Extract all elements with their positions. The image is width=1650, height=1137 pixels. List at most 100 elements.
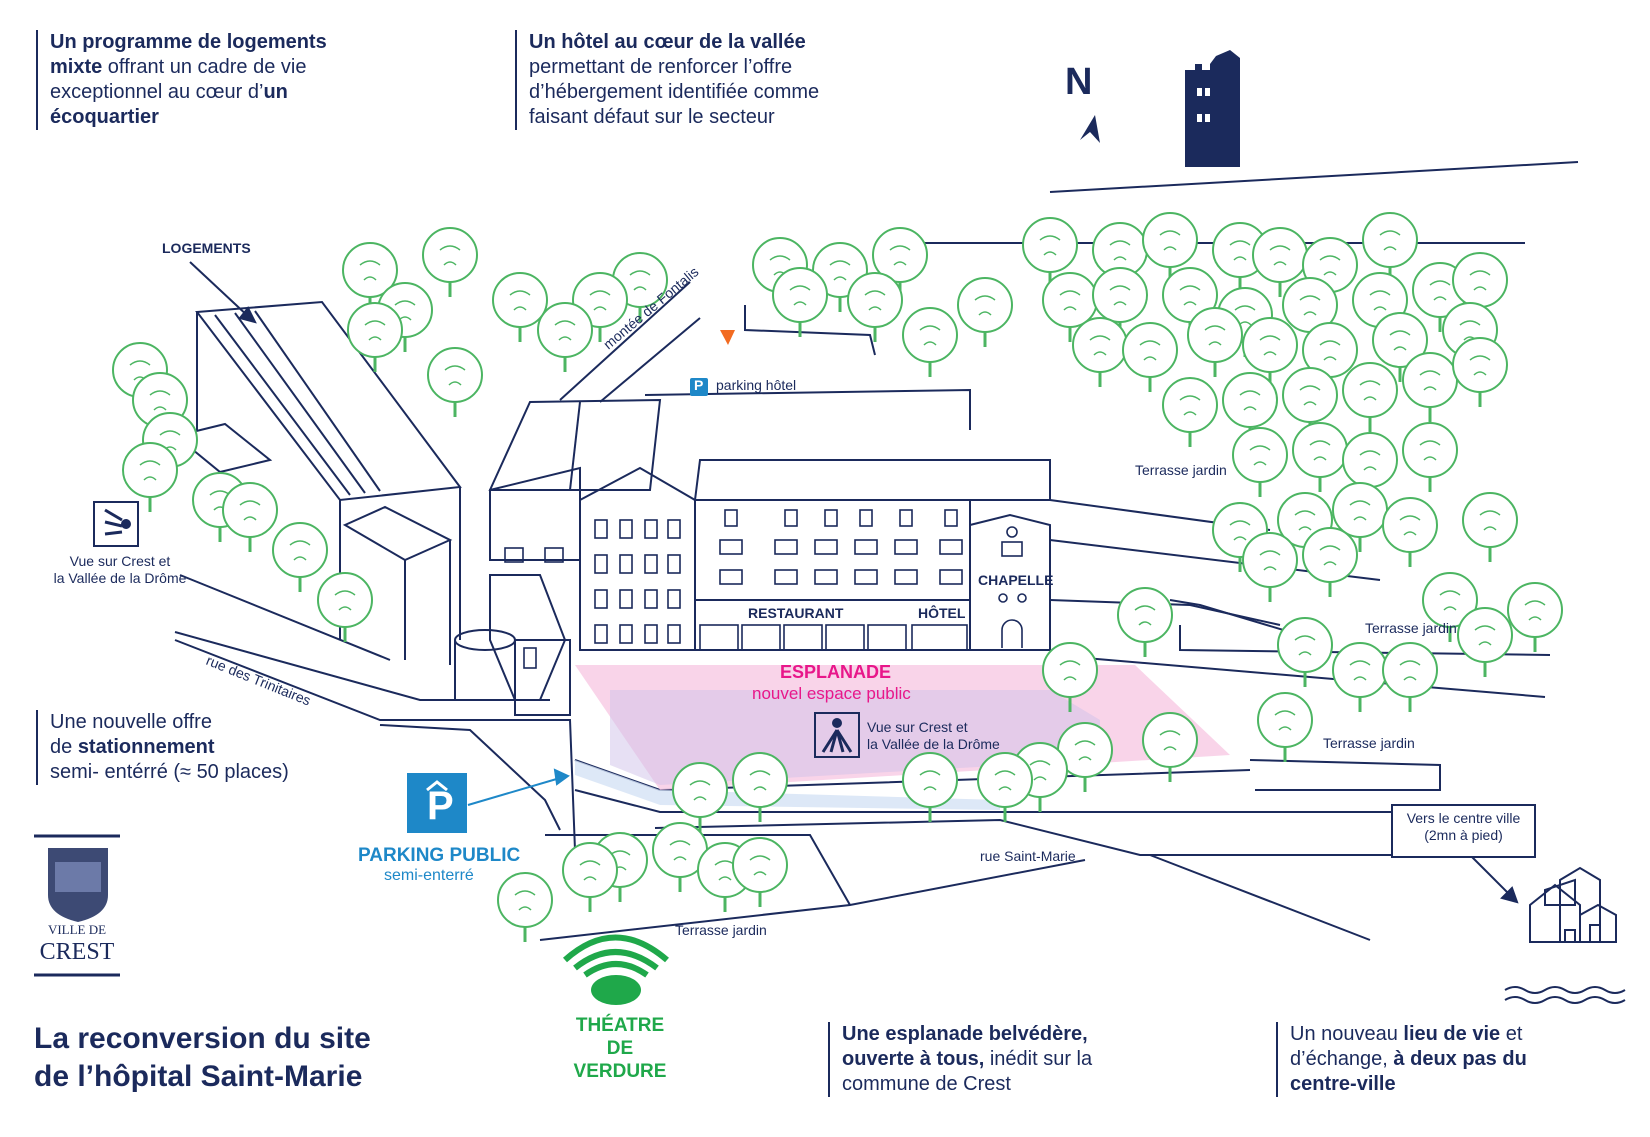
label-vue-left-l2: la Vallée de la Drôme [53,569,187,586]
tree-icon [1142,212,1198,282]
parking-public-caret-icon [426,780,448,792]
label-esplanade: ESPLANADE [780,662,892,682]
theatre-terrace-edge [545,834,851,906]
hotel-info-t2: d’hébergement identifiée comme [529,81,820,103]
lieu-info-b1: lieu de vie [1403,1023,1501,1045]
label-centre-ville-l2: (2mn à pied) [1424,826,1503,843]
centre-ville-box [1391,804,1536,858]
tree-icon [1452,337,1508,407]
label-centre-ville: Vers le centre ville (2mn à pied) [1392,810,1535,844]
tree-icon [1457,607,1513,677]
esplanade-info-t2: commune de Crest [842,1073,1011,1095]
view-icon-esplanade [814,712,860,758]
tree-icon [497,872,553,942]
esplanade-info-b2: ouverte à tous, [842,1048,985,1070]
tree-icon [977,752,1033,822]
tree-icon [652,822,708,892]
esplanade-info-t1: inédit sur la [984,1048,1093,1070]
lieu-info-b2: à deux pas du [1393,1048,1527,1070]
windows [504,509,1027,669]
tree-icon [902,307,958,377]
tree-icon [537,302,593,372]
label-vue-left-l1: Vue sur Crest et [69,553,171,569]
tree-icon [672,762,728,832]
label-restaurant: RESTAURANT [748,605,844,621]
page-title: La reconversion du site de l’hôpital Sai… [34,1020,371,1096]
label-vue-esplanade-l1: Vue sur Crest et [867,719,968,735]
lieu-info-block: Un nouveau lieu de vie et d’échange, à d… [1276,1022,1620,1097]
esplanade-shade [610,690,1100,785]
tree-icon [1332,642,1388,712]
compass-label: N [1065,61,1093,103]
lieu-info-t1: Un nouveau [1290,1023,1404,1045]
tree-icon [317,572,373,642]
logements-info-t1: offrant un cadre de vie [102,56,307,78]
logements-info-block: Un programme de logements mixte offrant … [36,30,450,130]
tree-icon [1257,692,1313,762]
tree-icon [1382,642,1438,712]
tree-icon [1072,317,1128,387]
tree-icon [272,522,328,592]
stationnement-info-t1: Une nouvelle offre [50,711,212,733]
label-vue-left: Vue sur Crest et la Vallée de la Drôme [50,553,190,587]
wall-right-3 [1049,599,1281,626]
tree-icon [562,842,618,912]
label-chapelle: CHAPELLE [978,572,1054,588]
logements-arrowhead-icon [238,306,257,324]
street-left-upper [174,631,550,701]
rue-saint-marie-lower [574,789,1400,813]
tree-icon [1187,307,1243,377]
rue-saint-marie-upper [654,818,1400,856]
street-left-2 [179,574,391,661]
tree-icon [1382,497,1438,567]
label-theatre: THÉATRE DE VERDURE [560,1015,680,1083]
tree-icon [732,752,788,822]
tree-icon [1402,352,1458,422]
theatre-icon [562,934,669,1005]
esplanade-info-b1: Une esplanade belvédère, [842,1023,1088,1045]
montee-line-2 [599,317,701,403]
hotel-info-t1: permettant de renforcer l’offre [529,56,793,78]
logements-info-b2: mixte [50,56,103,78]
tree-icon [902,752,958,822]
tree-icon [1117,587,1173,657]
tree-icon [427,347,483,417]
tree-icon [1042,642,1098,712]
tree-icon [1162,267,1218,337]
label-parking-public: PARKING PUBLIC [358,845,521,866]
label-theatre-l1: THÉATRE [575,1015,665,1036]
crest-logo-text: VILLE DE CREST [34,922,120,966]
tree-icon [732,837,788,907]
logements-info-t2: exceptionnel au cœur d’ [50,81,264,103]
tree-icon [847,272,903,342]
label-terrasse-2: Terrasse jardin [1365,620,1457,636]
stationnement-info-b1: stationnement [77,736,215,758]
tree-icon [347,302,403,372]
north-arrow-icon [1080,115,1100,143]
tree-icon [422,227,478,297]
label-terrasse-1: Terrasse jardin [1135,462,1227,478]
stationnement-info-t3: semi- entérré (≈ 50 places) [50,761,289,783]
tree-icon [1342,432,1398,502]
parking-hotel-edge [644,388,971,430]
logements-arrow-icon [189,261,251,319]
label-terrasse-3: Terrasse jardin [1323,735,1415,751]
crest-logo-line-2: CREST [39,938,115,965]
label-rue-saint-marie: rue Saint-Marie [980,848,1076,864]
tree-icon [1222,372,1278,442]
tree-icon [1162,377,1218,447]
hotel-access-road [744,305,876,356]
rue-trinitaires-line [174,639,576,851]
terrace-step [1249,759,1441,791]
tree-icon [1462,492,1518,562]
hotel-info-block: Un hôtel au cœur de la vallée permettant… [515,30,949,130]
label-parking-public-sub: semi-enterré [384,867,474,884]
tree-icon [1057,722,1113,792]
rue-trinitaires-edge [379,724,561,831]
lieu-info-t3: d’échange, [1290,1048,1394,1070]
view-icon-left [93,501,139,547]
entrance-marker-icon [720,330,735,345]
tree-icon [1342,362,1398,432]
tree-icon [222,482,278,552]
